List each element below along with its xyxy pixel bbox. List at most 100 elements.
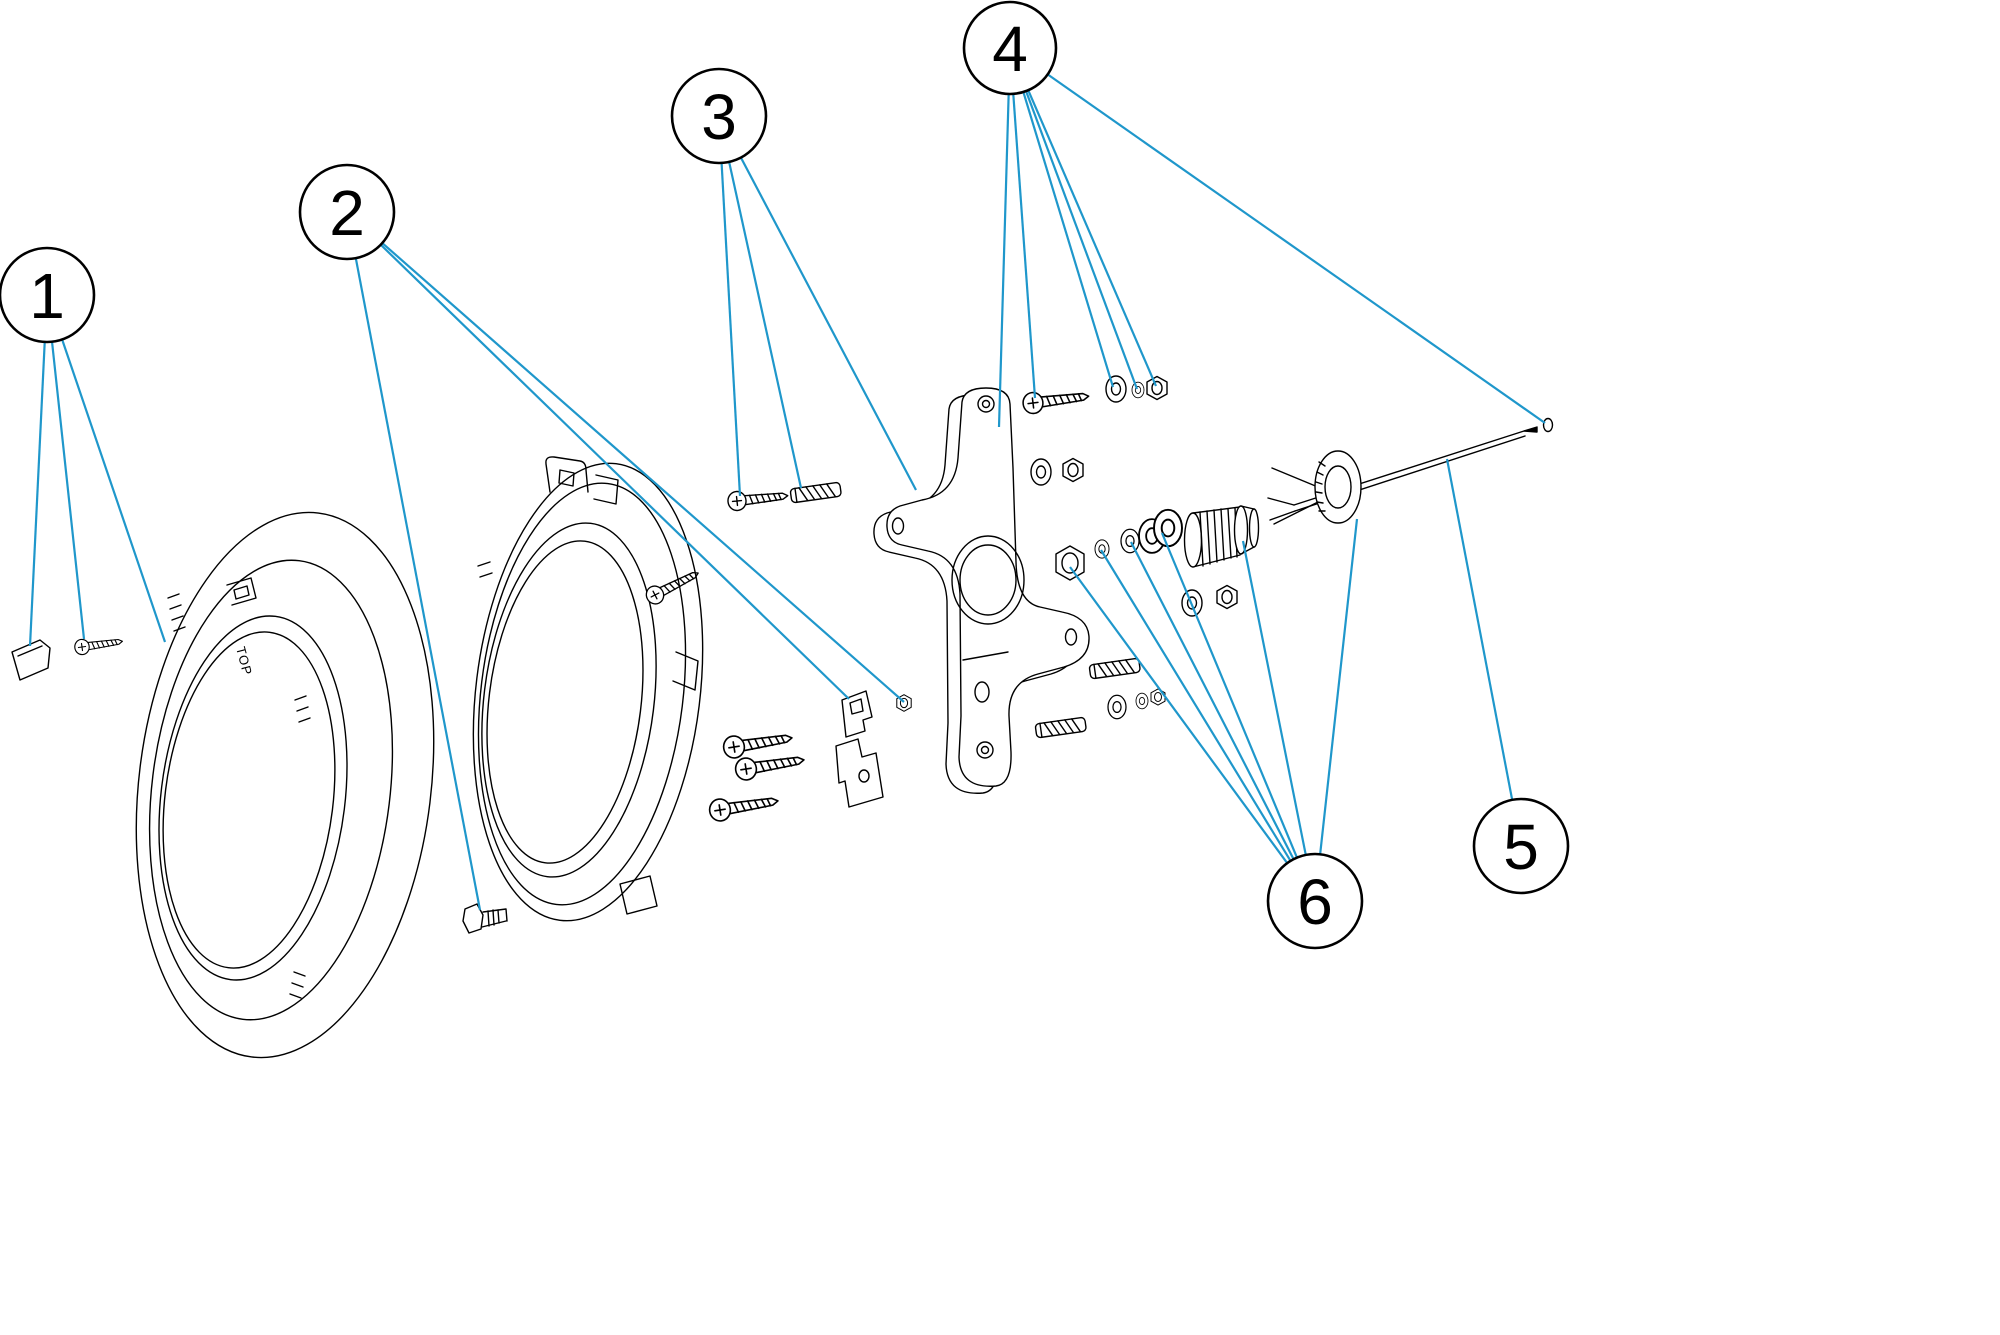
hex-nut-body [1055,545,1085,581]
bracket-right-slot [1064,628,1078,646]
niche-rim [477,482,687,906]
part-anchor-screw [726,485,790,513]
fixing-screw-1 [721,726,795,761]
leader-line-4-1 [997,47,1012,428]
callout-2: 2 [298,163,396,261]
hex-nut-hole [1061,552,1079,574]
bracket-bottom-hole-inner [980,745,990,755]
part-mounting-bracket [873,387,1090,794]
gland-threads [1199,507,1238,567]
callout-4: 4 [962,0,1058,96]
part-wedge-clip [11,639,51,681]
bracket-bottom-hole-outer [976,741,994,759]
callout-number-3: 3 [701,81,737,153]
part-bracket-screw [1021,385,1091,416]
callout-number-6: 6 [1297,866,1333,938]
retainer-hole [858,769,870,783]
part-washer-top-small [1131,381,1145,399]
leader-line-5-1 [1445,458,1523,847]
bezel-hatch-lower-right [289,971,306,999]
leader-line-6-6 [1313,518,1359,902]
callout-circle-2 [298,163,396,261]
leader-line-6-4 [1160,532,1317,902]
callout-1: 1 [0,246,96,344]
bezel-top-tab-slot [233,585,250,600]
part-nut-top [1146,375,1168,401]
retainer-upper-slot [849,698,864,715]
bracket-center-opening-outer [951,535,1025,625]
bracket-left-slot [891,517,905,535]
bracket-top-hole-outer [977,395,995,413]
collar-knurling [1315,461,1326,512]
parts-layer: TOP [11,375,1554,1059]
leader-line-4-2 [1008,47,1037,399]
leader-line-6-2 [1100,549,1316,902]
leader-line-2-2 [346,211,850,700]
niche-outer-edge [472,462,704,922]
rod-end-ring [1542,417,1554,433]
part-threaded-gland [1183,505,1260,568]
part-washer-gland [1120,528,1140,554]
gland-tip-face [1248,508,1260,548]
bezel-top-tab [226,577,257,606]
leader-line-4-5 [1008,47,1158,387]
bezel-top-label: TOP [233,645,255,677]
niche-right-tab [672,651,699,691]
rod-tip [1523,426,1538,433]
callout-circle-1 [0,246,96,344]
part-nut-lower [1216,584,1238,610]
collar-outer [1314,450,1362,524]
part-washer-bottom [1107,694,1127,720]
part-collar-nut [1314,450,1362,524]
fixing-screw-3 [707,789,781,824]
bezel-inner-edge [158,615,348,981]
clip-fold-line [17,645,43,657]
retainer-upper-block [841,690,873,738]
part-fixing-screws [707,726,807,824]
callouts-layer: 1 2 3 4 5 6 [0,0,1570,950]
part-gasket-outer [1153,508,1183,548]
gland-left-face [1183,512,1203,568]
callout-3: 3 [670,67,768,165]
leader-line-4-3 [1008,47,1115,388]
clip-outline [11,639,51,681]
niche-inner-edge [481,522,657,878]
hex-bolt-head [462,903,484,934]
leader-line-1-3 [45,294,167,643]
bracket-lower-slot [974,681,990,703]
callout-number-5: 5 [1503,811,1539,883]
leader-line-2-3 [346,211,905,703]
part-wall-anchor-bottom [1034,716,1088,739]
leader-line-3-3 [718,115,917,491]
part-niche-ring [472,456,704,922]
bezel-face-crease [148,559,394,1021]
part-nut-bottom [1150,688,1166,706]
niche-hatch-left [477,561,493,578]
part-wall-anchor-top [789,481,843,504]
niche-bottom-tab [619,875,658,915]
leader-line-2-1 [345,211,482,911]
part-earth-rod [1267,417,1554,525]
callout-5: 5 [1472,797,1570,895]
bezel-outer-edge [135,511,435,1059]
part-hex-nut-large [1055,545,1085,581]
niche-top-tab-slot [558,469,575,487]
niche-lens-face [486,540,644,864]
leader-line-3-1 [717,115,742,497]
bezel-opening [162,631,336,969]
part-hex-bolt [462,903,508,934]
rod-left-fork [1267,497,1296,521]
gland-step-face [1233,505,1249,555]
callout-6: 6 [1266,852,1364,950]
leader-line-6-5 [1241,540,1317,902]
leader-line-4-4 [1008,47,1139,390]
bezel-hatch-upper-left [167,593,186,632]
callout-number-4: 4 [992,13,1028,85]
callout-circle-6 [1266,852,1364,950]
part-washer-top-large [1105,375,1127,403]
leader-lines-layer [28,47,1546,911]
bracket-fold-line [962,651,1009,661]
niche-top-tab [545,456,589,493]
bezel-hatch-mid-right [294,695,311,723]
